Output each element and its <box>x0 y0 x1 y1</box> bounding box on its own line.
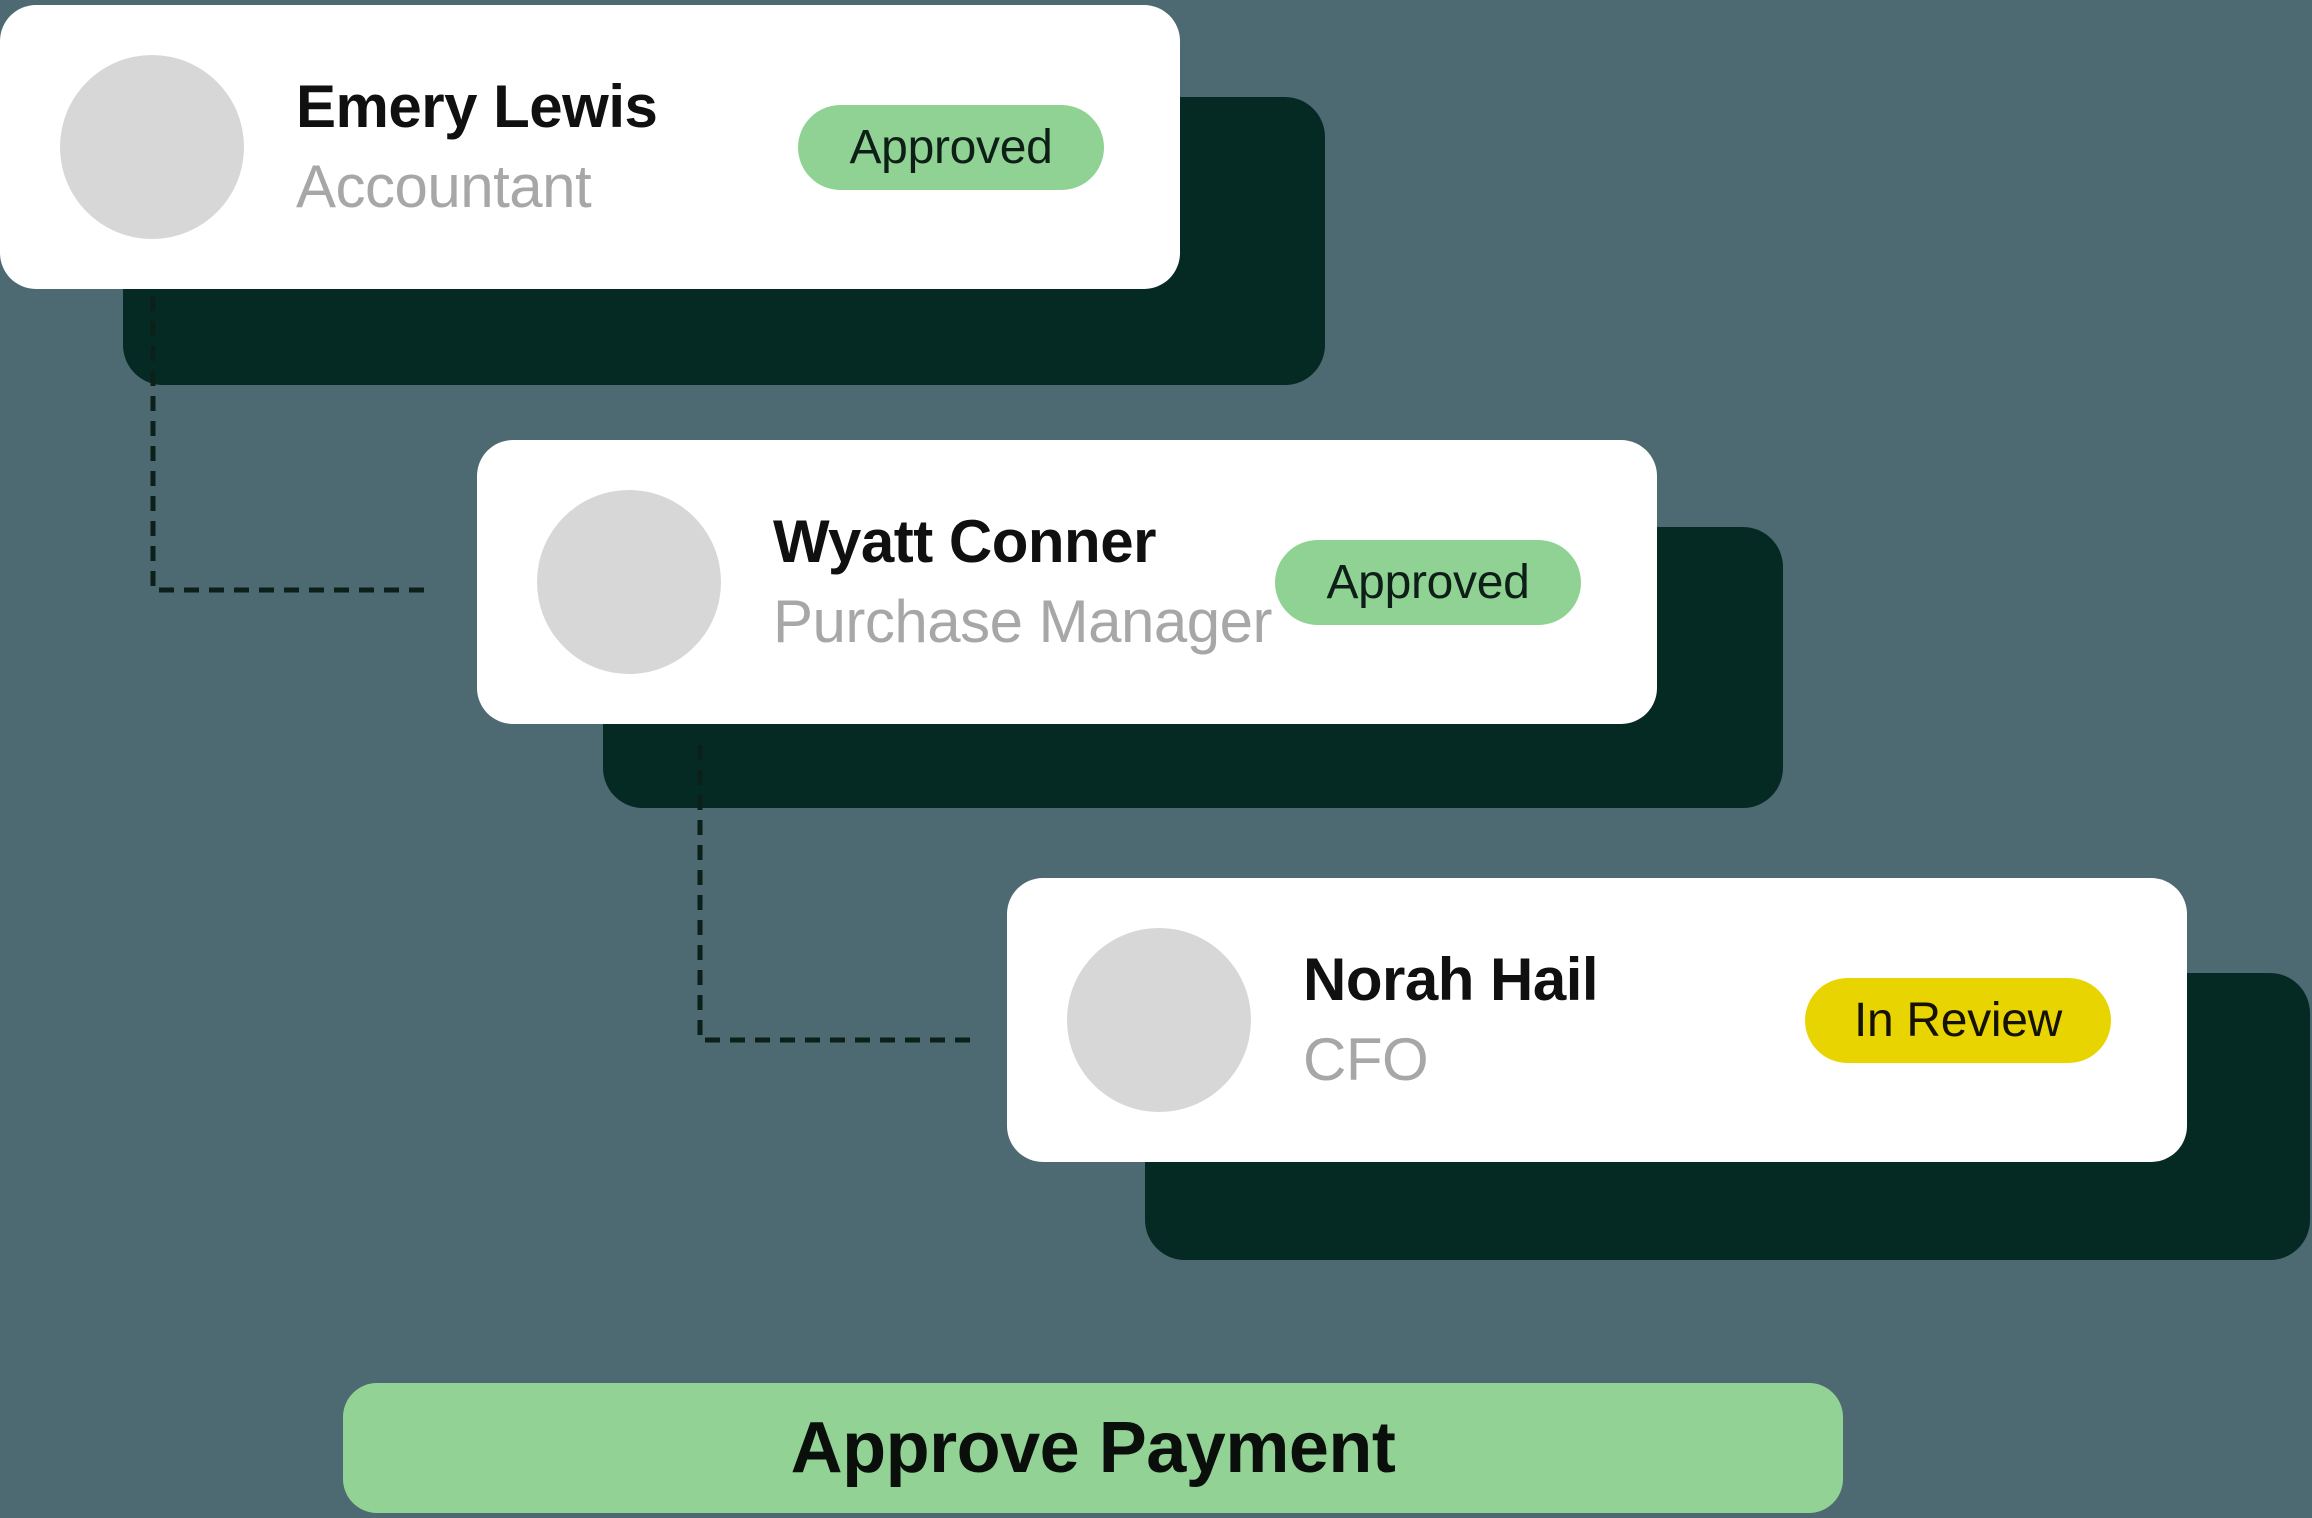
approver-name: Emery Lewis <box>296 73 658 140</box>
approver-card-2: Wyatt Conner Purchase Manager Approved <box>477 440 1657 724</box>
approver-role: Accountant <box>296 153 592 220</box>
connector-line-2 <box>697 745 977 1043</box>
approver-name: Wyatt Conner <box>773 508 1156 575</box>
approve-payment-button[interactable]: Approve Payment <box>343 1383 1843 1513</box>
status-badge: Approved <box>1275 539 1581 625</box>
approver-card-1: Emery Lewis Accountant Approved <box>0 5 1180 289</box>
approver-info: Emery Lewis Accountant <box>296 71 658 223</box>
approver-name: Norah Hail <box>1303 946 1599 1013</box>
avatar <box>60 55 244 239</box>
approver-card-3: Norah Hail CFO In Review <box>1007 878 2187 1162</box>
status-badge: In Review <box>1805 977 2111 1063</box>
connector-line-1 <box>150 296 430 593</box>
approver-info: Norah Hail CFO <box>1303 944 1599 1096</box>
approver-role: Purchase Manager <box>773 588 1272 655</box>
status-badge: Approved <box>798 104 1104 190</box>
approver-info: Wyatt Conner Purchase Manager <box>773 506 1272 658</box>
approver-role: CFO <box>1303 1026 1429 1093</box>
avatar <box>537 490 721 674</box>
avatar <box>1067 928 1251 1112</box>
